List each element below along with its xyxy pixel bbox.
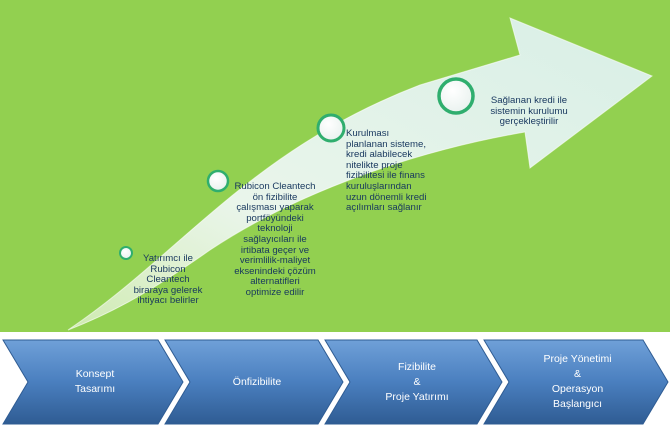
milestone-3-line: kredi alabilecek [346,149,413,161]
phase-4-line: Operasyon [551,383,604,395]
phase-chevron-3 [324,339,503,425]
milestone-4-line: gerçekleştirilir [499,116,559,128]
phase-4-line: Proje Yönetimi [543,353,612,365]
milestone-circle-2 [206,169,230,193]
milestone-circle-3 [316,113,346,143]
growth-arrow-shape [67,17,654,331]
phase-3-line: Proje Yatırımı [385,390,449,403]
milestone-3-line: fizibilitesi ile finans [346,170,425,182]
milestone-3-line: açılımları sağlanır [346,202,422,214]
phase-label-1: Konsept Tasarımı [20,340,170,424]
milestone-text-4: Sağlanan kredi ile sistemin kurulumu ger… [474,95,584,128]
milestone-circle-1 [119,246,133,260]
phase-chevron-4 [483,339,669,425]
milestone-1-line: ihtiyacı belirler [137,295,199,307]
milestone-1-line: Cleantech [146,274,190,286]
phase-label-4: Proje Yönetimi & Operasyon Başlangıcı [500,340,655,424]
milestone-circle-4 [437,77,475,115]
milestone-3-line: kuruluşlarından [346,180,412,192]
phase-label-3: Fizibilite & Proje Yatırımı [342,340,492,424]
phase-label-2: Önfizibilite [182,340,332,424]
phase-3-line: & [413,375,421,388]
milestone-2-line: sağlayıcıları ile [243,233,307,245]
milestone-4-line: sistemin kurulumu [490,105,568,117]
milestone-2-line: alternatifleri [250,276,300,288]
milestone-3-line: uzun dönemli kredi [346,191,427,203]
milestone-2-line: optimize edilir [245,286,305,298]
milestone-text-3: Kurulması planlanan sisteme, kredi alabi… [346,128,466,214]
milestone-1-line: Yatırımcı ile [143,253,193,264]
milestone-2-line: verimlilik-maliyet [239,255,311,267]
milestone-3-line: nitelikte proje [346,159,403,171]
milestone-text-1: Yatırımcı ile Rubicon Cleantech biraraya… [118,253,218,307]
milestone-3-line: Kurulması [346,128,390,139]
milestone-2-line: Rubicon Cleantech [234,181,316,192]
phase-4-line: Başlangıcı [552,398,603,410]
milestone-2-line: çalışması yaparak [236,202,314,214]
milestone-3-line: planlanan sisteme, [346,138,426,150]
milestone-2-line: teknoloji [257,223,293,235]
phase-chevron-1 [2,339,184,425]
milestone-text-2: Rubicon Cleantech ön fizibilite çalışmas… [215,181,335,299]
milestone-1-line: biraraya gelerek [133,284,203,296]
milestone-2-line: ön fizibilite [252,191,298,203]
milestone-2-line: eksenindeki çözüm [234,265,316,277]
phase-3-line: Fizibilite [398,360,436,373]
milestone-2-line: portföyündeki [246,212,304,224]
milestone-1-line: Rubicon [150,263,186,275]
phase-2-line: Önfizibilite [232,375,282,388]
phase-1-line: Konsept [75,368,115,380]
phase-chevron-2 [164,339,344,425]
milestone-2-line: irtibata geçer ve [240,244,310,256]
milestone-4-line: Sağlanan kredi ile [490,95,568,106]
phase-4-line: & [573,368,581,380]
phase-1-line: Tasarımı [74,383,116,395]
